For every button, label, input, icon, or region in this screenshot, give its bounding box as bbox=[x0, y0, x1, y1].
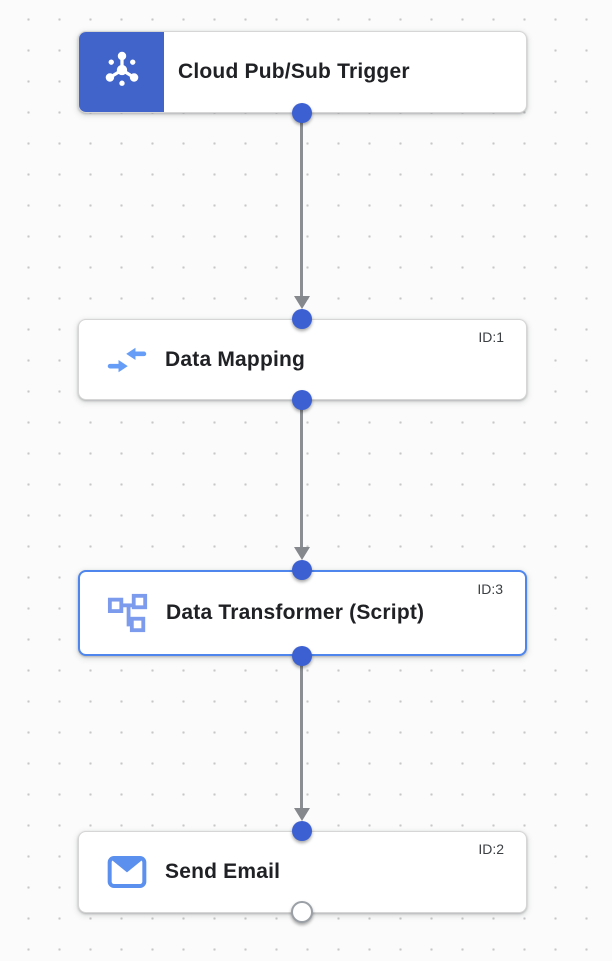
arrowhead-icon bbox=[293, 547, 310, 560]
node-label: Data Transformer (Script) bbox=[166, 601, 425, 624]
node-label: Cloud Pub/Sub Trigger bbox=[178, 60, 410, 83]
connector-in-data-transformer[interactable] bbox=[292, 560, 312, 580]
node-data-mapping[interactable]: Data Mapping ID:1 bbox=[78, 319, 527, 400]
pubsub-trigger-icon bbox=[99, 47, 145, 98]
data-mapping-icon bbox=[105, 344, 149, 376]
edge-trigger-to-mapping[interactable] bbox=[300, 113, 303, 297]
data-transformer-icon bbox=[106, 592, 150, 634]
node-id-badge: ID:2 bbox=[478, 841, 504, 857]
node-id-badge: ID:3 bbox=[477, 581, 503, 597]
connector-out-data-transformer[interactable] bbox=[292, 646, 312, 666]
arrowhead-icon bbox=[293, 808, 310, 821]
connector-in-send-email[interactable] bbox=[292, 821, 312, 841]
arrowhead-icon bbox=[293, 296, 310, 309]
node-send-email[interactable]: Send Email ID:2 bbox=[78, 831, 527, 913]
connector-out-send-email-empty[interactable] bbox=[291, 901, 313, 923]
trigger-color-block bbox=[79, 32, 164, 112]
edge-transformer-to-email[interactable] bbox=[300, 656, 303, 809]
node-cloud-pubsub-trigger[interactable]: Cloud Pub/Sub Trigger bbox=[78, 31, 527, 113]
connector-out-trigger[interactable] bbox=[292, 103, 312, 123]
node-label: Send Email bbox=[165, 860, 281, 883]
node-label: Data Mapping bbox=[165, 347, 306, 371]
node-id-badge: ID:1 bbox=[478, 329, 504, 345]
node-data-transformer[interactable]: Data Transformer (Script) ID:3 bbox=[78, 570, 527, 656]
connector-out-data-mapping[interactable] bbox=[292, 390, 312, 410]
edge-mapping-to-transformer[interactable] bbox=[300, 400, 303, 548]
connector-in-data-mapping[interactable] bbox=[292, 309, 312, 329]
send-email-icon bbox=[105, 855, 149, 889]
